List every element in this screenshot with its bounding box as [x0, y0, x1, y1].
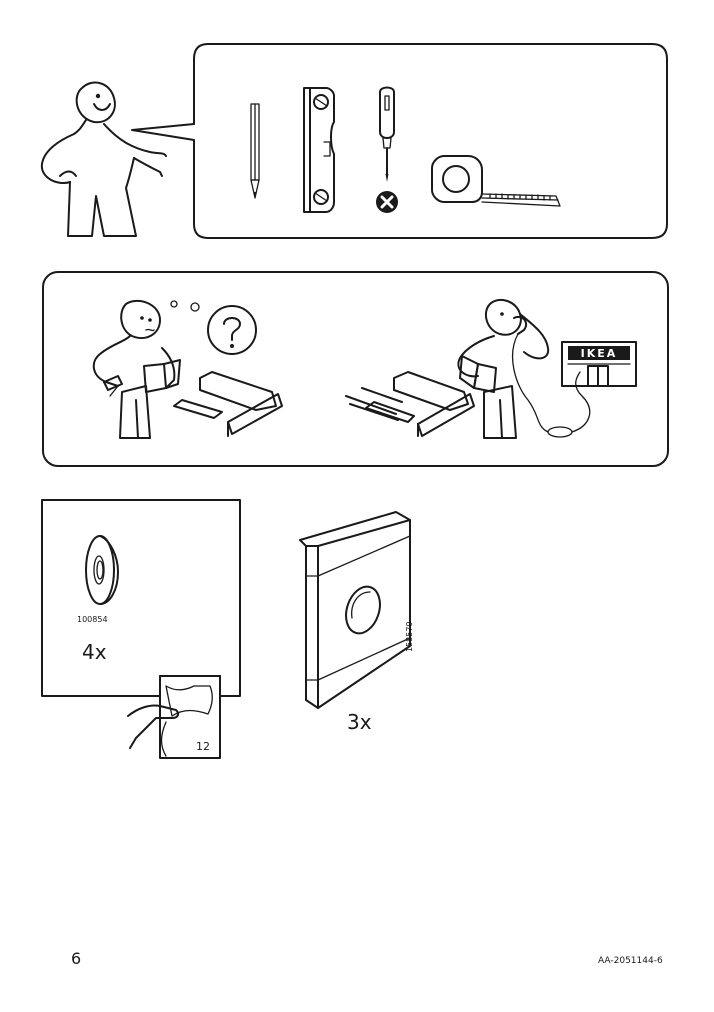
- phone-person-icon: [457, 298, 591, 439]
- washer-article-number: 100854: [77, 615, 108, 624]
- page-reference-number[interactable]: 12: [196, 740, 210, 753]
- ikea-store-icon: IKEA: [561, 341, 637, 387]
- plate-article-number: 158579: [405, 621, 414, 652]
- plate-quantity: 3x: [347, 710, 372, 734]
- not-allowed-icon: [376, 191, 398, 213]
- page-number: 6: [71, 949, 82, 968]
- washer-quantity: 4x: [82, 640, 107, 664]
- tape-measure-icon: [431, 155, 561, 207]
- tools-panel: [40, 43, 668, 239]
- pencil-icon: [250, 103, 260, 199]
- document-code: AA-2051144-6: [598, 956, 663, 966]
- person-pointing-icon: [40, 81, 167, 237]
- spirit-level-icon: [303, 87, 335, 213]
- help-panel: IKEA: [42, 271, 669, 467]
- screwdriver-icon: [379, 86, 395, 182]
- plate-part: [299, 511, 411, 709]
- plate-icon: [299, 511, 411, 709]
- question-thought-icon: [170, 300, 257, 355]
- page-reference-icon[interactable]: [127, 675, 221, 759]
- board-frame-right-icon: [345, 371, 475, 437]
- washer-part-box: [41, 499, 241, 759]
- confused-person-icon: [92, 299, 181, 439]
- store-sign-text: IKEA: [581, 347, 618, 360]
- board-frame-left-icon: [173, 371, 283, 437]
- washer-icon: [85, 535, 119, 605]
